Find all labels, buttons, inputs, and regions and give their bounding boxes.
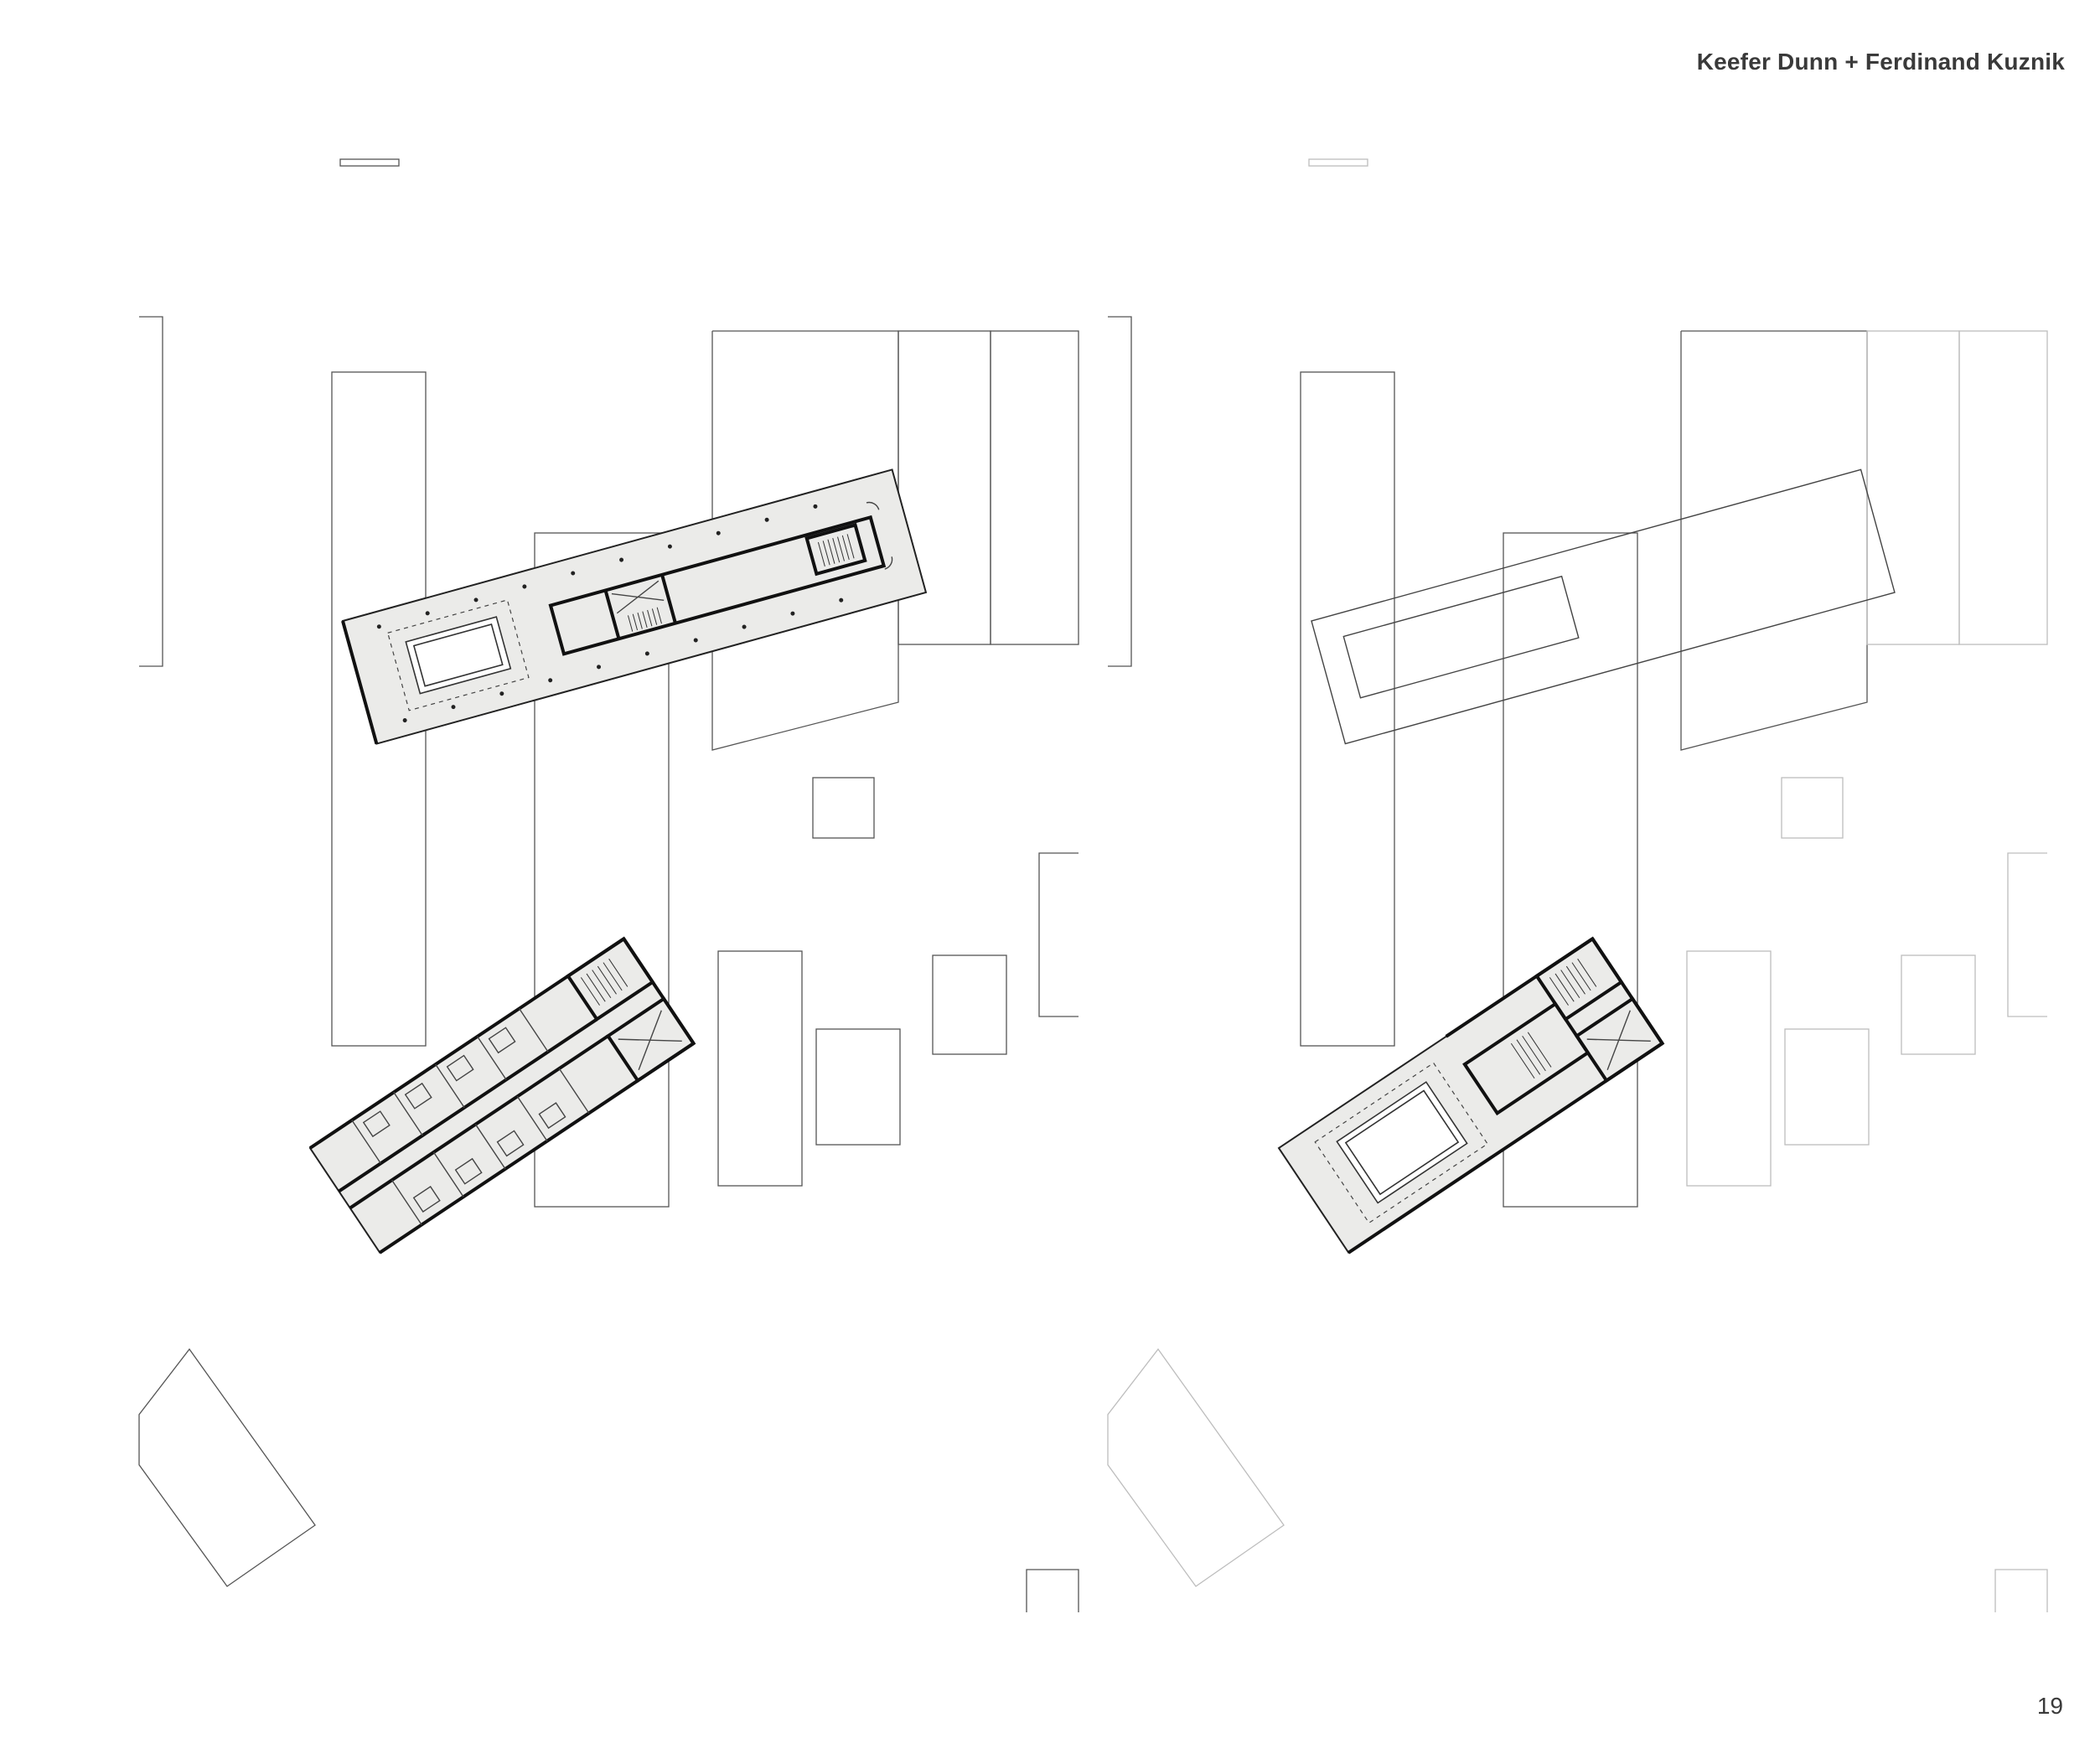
context-block-central-bar <box>534 532 670 1208</box>
plan-right <box>1107 158 2048 1612</box>
page-number: 19 <box>2036 1693 2063 1719</box>
pavilion-slab <box>341 468 928 745</box>
context-block-lower-bar-r <box>1686 950 1772 1187</box>
context-block-lower-square-r <box>1901 954 1976 1055</box>
context-block-small-square-r <box>1781 777 1844 839</box>
context-block-right-r <box>1958 330 2048 645</box>
pool-core-walls <box>1462 1001 1591 1116</box>
context-block-corner-r <box>1994 1569 2048 1612</box>
context-block-lower-rect-r <box>1784 1028 1870 1146</box>
rooms-slab <box>308 937 695 1254</box>
upper-pavilion-outline <box>1311 468 1896 745</box>
context-block-top-r <box>1308 158 1368 167</box>
context-block-corner <box>1026 1569 1079 1612</box>
door-swing-2 <box>884 556 893 570</box>
context-block-top <box>339 158 400 167</box>
corridor-wall-2 <box>349 1034 609 1210</box>
context-block-diagonal <box>138 1348 316 1587</box>
context-block-mid <box>897 330 991 645</box>
context-bracket-left <box>139 316 163 667</box>
core-partition-1 <box>603 589 621 639</box>
plan-left <box>138 158 1079 1612</box>
upper-pavilion-plan <box>341 468 928 745</box>
context-block-central-bar-r <box>1503 532 1638 1208</box>
room-partitions <box>351 1008 590 1225</box>
context-block-lower-rect <box>815 1028 901 1146</box>
pool-stair-core-2 <box>1574 996 1665 1084</box>
context-block-large-slab-r <box>1680 330 1868 751</box>
lower-rooms-plan <box>308 936 696 1254</box>
context-block-diagonal-r <box>1107 1348 1285 1587</box>
rooms-stair <box>580 958 628 1006</box>
rooms-stair-core-2 <box>605 996 696 1084</box>
context-bracket-right-r <box>2007 852 2047 1017</box>
pool-stair <box>1510 958 1597 1079</box>
pool-deck-dash <box>1314 1062 1488 1224</box>
context-buildings-left <box>138 158 1079 1612</box>
context-bracket-right <box>1038 852 1079 1017</box>
pool-water-r <box>1344 1089 1460 1196</box>
pavilion-end-wall <box>341 620 379 745</box>
context-block-right <box>990 330 1079 645</box>
context-buildings-right <box>1107 158 2048 1612</box>
pool-stair-core-1 <box>1534 936 1624 1022</box>
pavilion-columns <box>376 504 844 723</box>
pool-slab <box>1277 937 1663 1254</box>
pool-water <box>412 623 504 687</box>
context-block-mid-r <box>1866 330 1960 645</box>
rooms-stair-core-1 <box>566 936 655 1022</box>
pavilion-stair-2 <box>817 534 855 567</box>
context-bracket-left-r <box>1108 316 1132 667</box>
pavilion-roof-opening <box>1342 575 1580 699</box>
door-swing-1 <box>866 501 880 510</box>
context-block-tall-bar-r <box>1300 371 1395 1047</box>
context-block-lower-bar <box>717 950 803 1187</box>
pool-core-x-2 <box>1606 1010 1631 1070</box>
pavilion-stair-core <box>804 523 867 577</box>
pavilion-stair-1 <box>627 607 662 632</box>
context-block-lower-square <box>932 954 1007 1055</box>
pavilion-roof-outline <box>1311 468 1896 745</box>
lower-pool-plan <box>1277 936 1665 1254</box>
pool-deck-line <box>386 599 530 711</box>
context-block-small-square <box>812 777 875 839</box>
author-credit: Keefer Dunn + Ferdinand Kuznik <box>1696 49 2065 75</box>
corridor-wall-1 <box>338 1017 598 1193</box>
core-x-2 <box>616 580 660 614</box>
core-partition-2 <box>660 574 677 624</box>
rooms-core-x-2 <box>638 1010 662 1070</box>
pavilion-core-walls <box>548 515 887 656</box>
